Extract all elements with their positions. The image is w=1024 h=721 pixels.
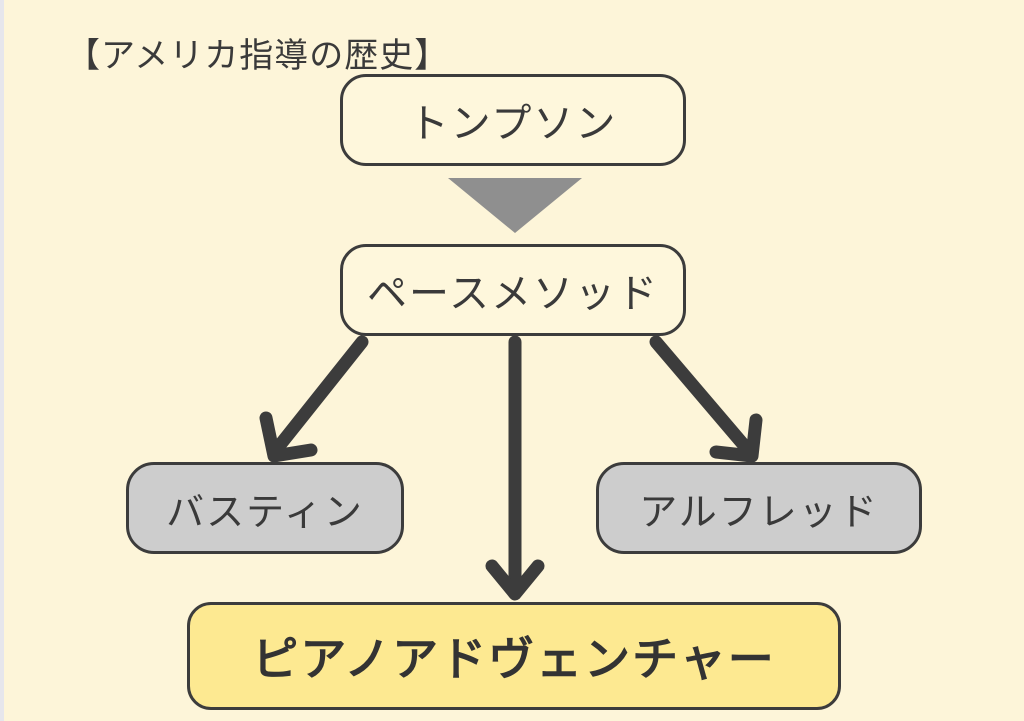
node-piano-adventures: ピアノアドヴェンチャー (187, 602, 841, 710)
node-thompson: トンプソン (340, 74, 686, 166)
node-pace-method: ペースメソッド (340, 244, 686, 336)
node-bastien-label: バスティン (166, 489, 364, 534)
node-alfred-label: アルフレッド (639, 489, 879, 534)
diagram-title: 【アメリカ指導の歴史】 (66, 36, 450, 76)
node-bastien: バスティン (126, 462, 404, 554)
node-pace-method-label: ペースメソッド (367, 271, 659, 317)
node-piano-adventures-label: ピアノアドヴェンチャー (252, 632, 776, 686)
arrow-pace-to-bastien (259, 335, 369, 463)
arrow-pace-to-alfred (649, 335, 763, 463)
node-alfred: アルフレッド (596, 462, 922, 554)
node-thompson-label: トンプソン (408, 101, 618, 147)
down-triangle-arrow (448, 178, 582, 233)
arrow-pace-to-piano-adventures (485, 335, 545, 601)
